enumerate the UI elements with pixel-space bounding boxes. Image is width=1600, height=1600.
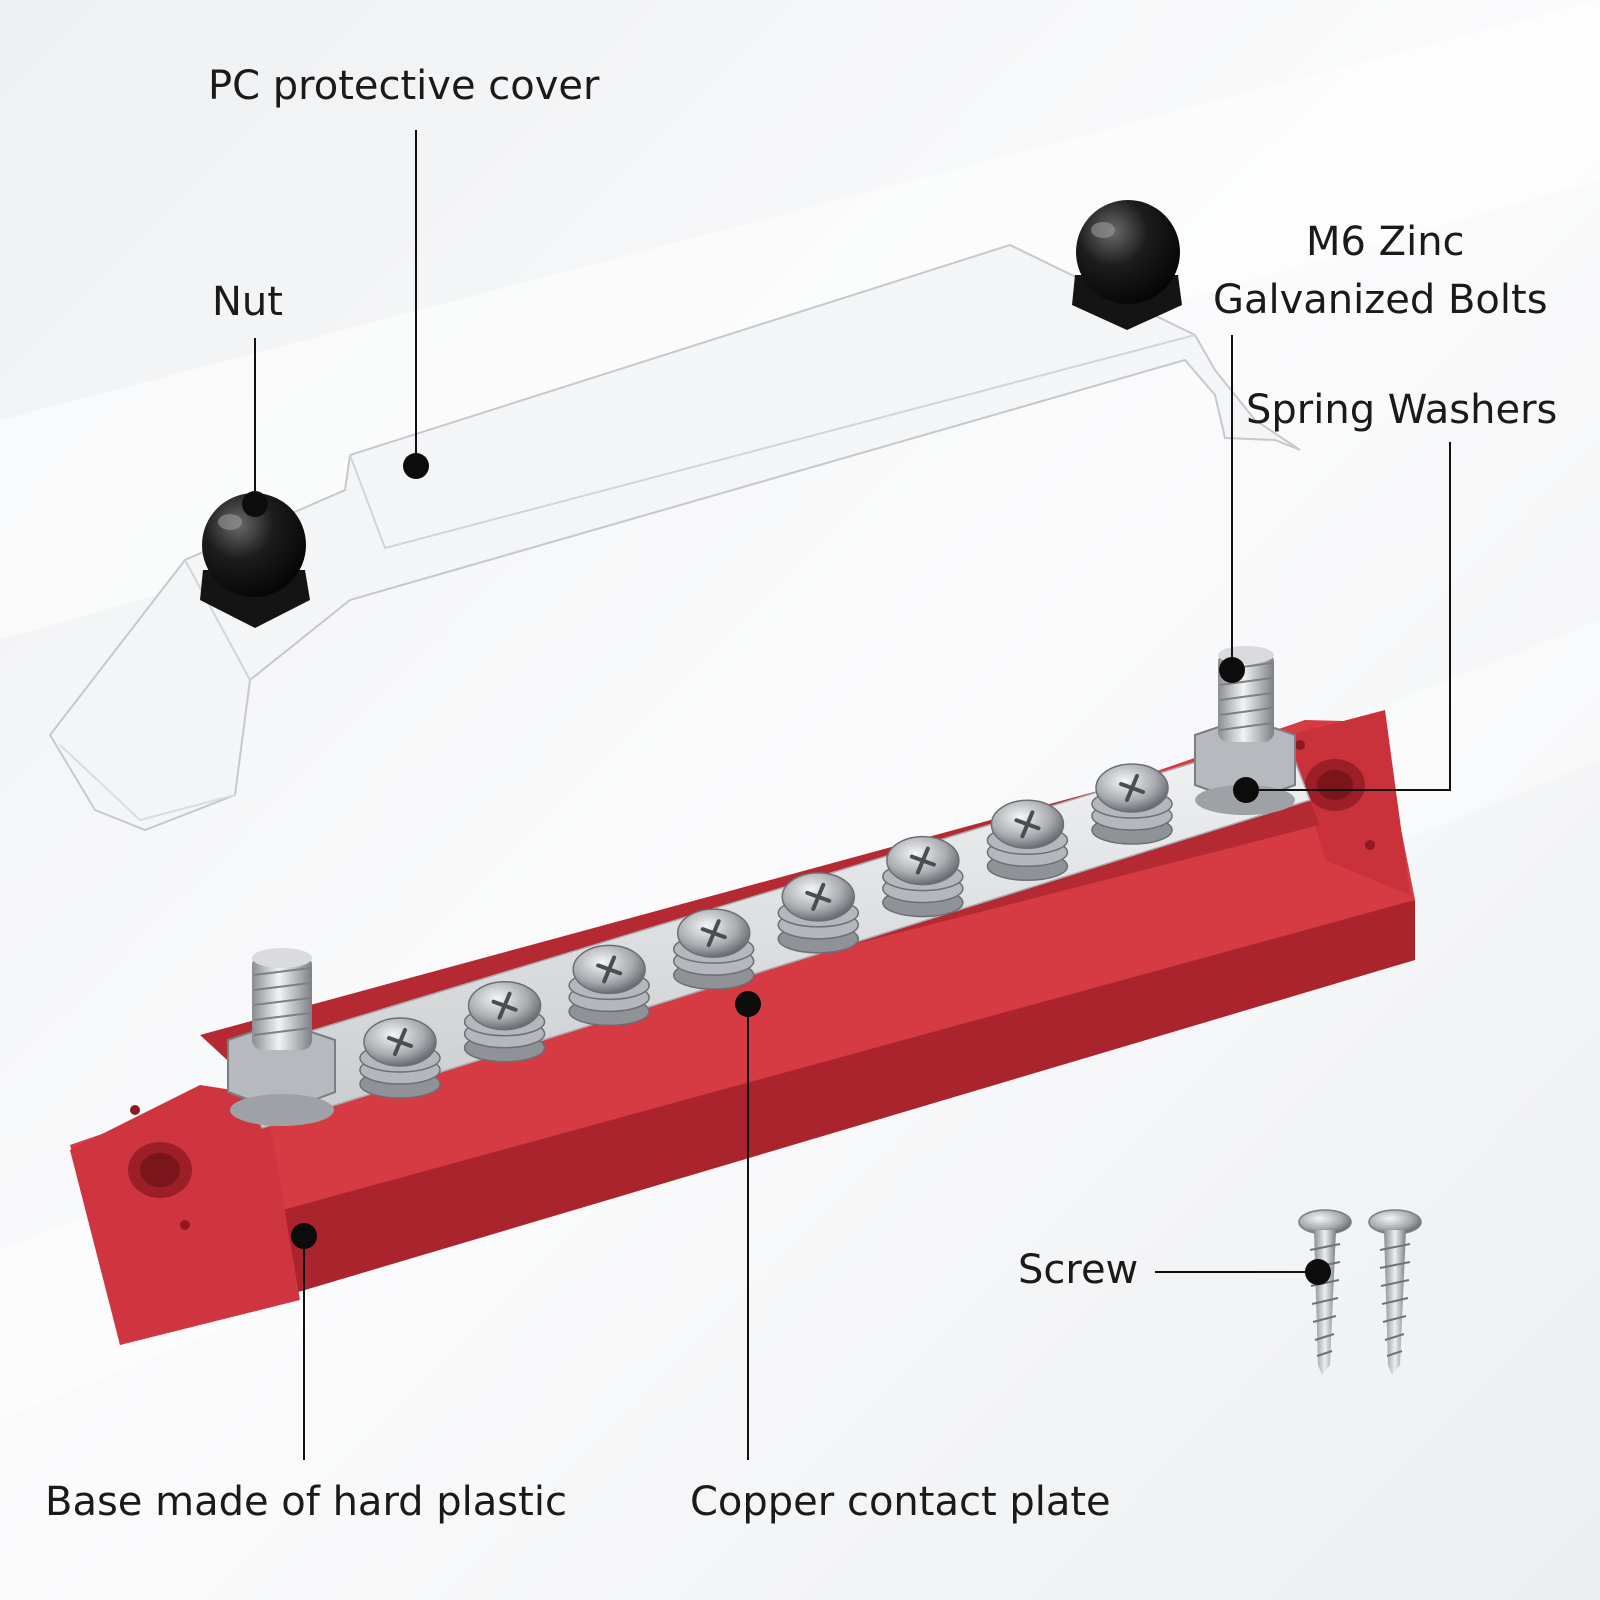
- leader-copper-plate: [735, 991, 761, 1460]
- terminal-screw: [568, 944, 650, 1027]
- terminal-screw: [672, 908, 755, 990]
- stud-left: [227, 948, 336, 1126]
- leader-screw: [1155, 1259, 1331, 1285]
- terminal-screw: [986, 799, 1069, 882]
- terminal-screw: [359, 1017, 441, 1099]
- pc-protective-cover: [48, 243, 1301, 832]
- leader-base: [291, 1223, 317, 1460]
- leader-pc-cover: [403, 130, 429, 479]
- acorn-nut-right: [1072, 200, 1182, 330]
- leader-nut: [242, 338, 268, 517]
- label-bolts-line1: M6 Zinc: [1306, 219, 1465, 265]
- leader-spring-washers: [1233, 442, 1451, 803]
- label-spring-washers: Spring Washers: [1246, 387, 1558, 433]
- self-tapping-screw-1: [1298, 1209, 1352, 1375]
- label-nut: Nut: [212, 279, 283, 325]
- terminal-screw: [1091, 763, 1173, 845]
- self-tapping-screw-2: [1368, 1209, 1422, 1375]
- terminal-screw: [777, 872, 860, 954]
- terminal-screw: [463, 980, 546, 1063]
- terminal-screw-row: [359, 763, 1173, 1099]
- acorn-nut-left: [200, 493, 310, 628]
- label-bolts-line2: Galvanized Bolts: [1213, 277, 1548, 323]
- label-base: Base made of hard plastic: [45, 1479, 567, 1525]
- label-copper-contact-plate: Copper contact plate: [690, 1479, 1111, 1525]
- label-screw: Screw: [1018, 1247, 1139, 1293]
- terminal-screw: [882, 835, 964, 918]
- leader-bolts: [1219, 335, 1245, 683]
- label-pc-protective-cover: PC protective cover: [208, 63, 600, 109]
